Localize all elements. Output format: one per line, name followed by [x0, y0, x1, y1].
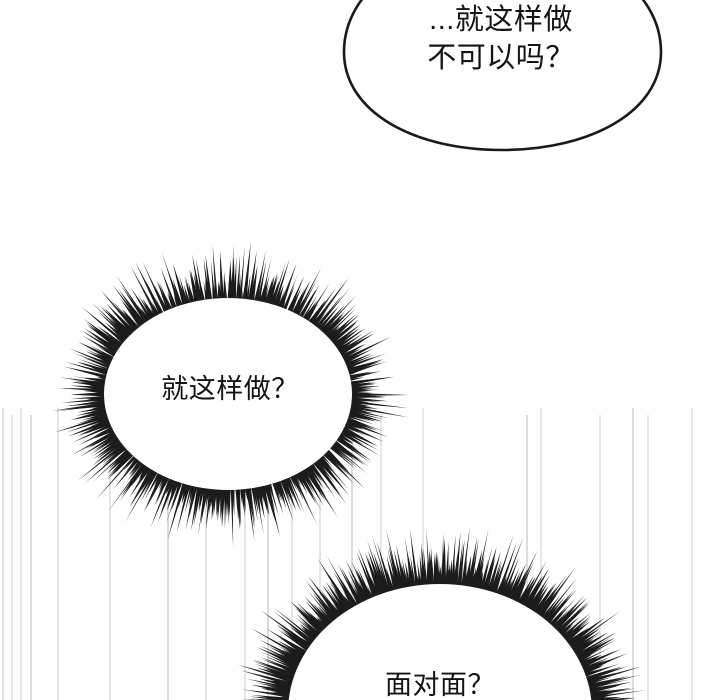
speech-bubble-top-shape	[342, 0, 663, 152]
speech-bubble-top-text: ...就这样做 不可以吗？	[427, 4, 575, 74]
speech-bubble-bottom-text: 面对面？	[385, 670, 495, 700]
speech-bubble-middle-shape	[52, 242, 410, 548]
speech-bubble-bottom-shape	[237, 526, 647, 700]
speech-bubble-middle-text: 就这样做？	[161, 374, 299, 404]
